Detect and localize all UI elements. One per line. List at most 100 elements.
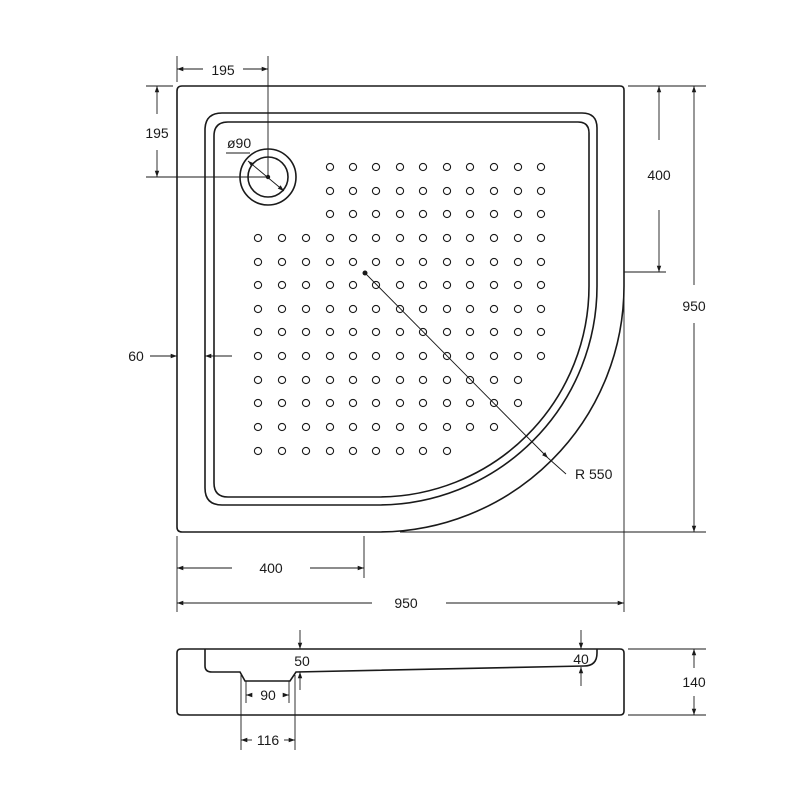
radius-line (364, 272, 549, 459)
anti-slip-dot (395, 327, 405, 337)
anti-slip-dot (371, 398, 381, 408)
anti-slip-dot (348, 186, 358, 196)
anti-slip-dot (277, 398, 287, 408)
anti-slip-dot (325, 162, 335, 172)
anti-slip-dot (489, 257, 499, 267)
anti-slip-dot (442, 422, 452, 432)
top-view: ø90 R 550 195 195 400 950 60 (128, 56, 706, 612)
anti-slip-dot (371, 327, 381, 337)
radius-label: R 550 (575, 466, 613, 482)
anti-slip-dot (348, 422, 358, 432)
anti-slip-dot (325, 304, 335, 314)
anti-slip-dot (395, 422, 405, 432)
anti-slip-dot (536, 257, 546, 267)
anti-slip-dot (442, 304, 452, 314)
anti-slip-dot (301, 304, 311, 314)
anti-slip-dot (371, 257, 381, 267)
anti-slip-dot (301, 233, 311, 243)
anti-slip-dot (325, 209, 335, 219)
anti-slip-dot (371, 304, 381, 314)
anti-slip-dot (253, 375, 263, 385)
anti-slip-dot (325, 327, 335, 337)
drain-diameter-line (247, 160, 285, 192)
anti-slip-dot (418, 422, 428, 432)
anti-slip-dot (465, 233, 475, 243)
anti-slip-dot (371, 375, 381, 385)
anti-slip-dot (277, 422, 287, 432)
anti-slip-dot-grid (253, 162, 546, 456)
anti-slip-dot (513, 375, 523, 385)
anti-slip-dot (442, 233, 452, 243)
anti-slip-dot (325, 257, 335, 267)
anti-slip-dot (489, 375, 499, 385)
anti-slip-dot (418, 446, 428, 456)
anti-slip-dot (465, 257, 475, 267)
anti-slip-dot (513, 327, 523, 337)
dim-depth-left-label: 50 (294, 653, 310, 669)
anti-slip-dot (513, 398, 523, 408)
anti-slip-dot (301, 327, 311, 337)
anti-slip-dot (418, 186, 428, 196)
anti-slip-dot (536, 209, 546, 219)
anti-slip-dot (348, 257, 358, 267)
anti-slip-dot (465, 186, 475, 196)
anti-slip-dot (418, 398, 428, 408)
anti-slip-dot (348, 209, 358, 219)
anti-slip-dot (418, 351, 428, 361)
anti-slip-dot (395, 186, 405, 196)
tray-basin-line (213, 121, 590, 498)
anti-slip-dot (277, 351, 287, 361)
anti-slip-dot (465, 162, 475, 172)
anti-slip-dot (489, 162, 499, 172)
anti-slip-dot (513, 351, 523, 361)
dim-overall-height-label: 950 (682, 298, 706, 314)
anti-slip-dot (442, 186, 452, 196)
anti-slip-dot (348, 446, 358, 456)
anti-slip-dot (348, 233, 358, 243)
anti-slip-dot (536, 186, 546, 196)
anti-slip-dot (277, 233, 287, 243)
anti-slip-dot (325, 280, 335, 290)
anti-slip-dot (465, 351, 475, 361)
anti-slip-dot (442, 257, 452, 267)
anti-slip-dot (301, 446, 311, 456)
anti-slip-dot (513, 304, 523, 314)
anti-slip-dot (253, 351, 263, 361)
anti-slip-dot (348, 304, 358, 314)
anti-slip-dot (489, 186, 499, 196)
anti-slip-dot (301, 351, 311, 361)
tray-rim-line (204, 112, 598, 506)
drain-diameter-label: ø90 (227, 135, 251, 151)
anti-slip-dot (395, 375, 405, 385)
dim-straight-bottom-label: 400 (259, 560, 283, 576)
anti-slip-dot (301, 422, 311, 432)
anti-slip-dot (442, 280, 452, 290)
anti-slip-dot (371, 209, 381, 219)
anti-slip-dot (536, 280, 546, 290)
side-view: 50 40 90 116 140 (176, 630, 706, 750)
anti-slip-dot (465, 375, 475, 385)
anti-slip-dot (348, 398, 358, 408)
anti-slip-dot (395, 351, 405, 361)
dim-depth-right-label: 40 (573, 651, 589, 667)
anti-slip-dot (418, 162, 428, 172)
anti-slip-dot (536, 304, 546, 314)
anti-slip-dot (465, 398, 475, 408)
anti-slip-dot (489, 233, 499, 243)
anti-slip-dot (325, 375, 335, 385)
anti-slip-dot (301, 375, 311, 385)
anti-slip-dot (371, 162, 381, 172)
dim-rim-width-label: 60 (128, 348, 144, 364)
anti-slip-dot (418, 209, 428, 219)
anti-slip-dot (536, 233, 546, 243)
anti-slip-dot (253, 257, 263, 267)
anti-slip-dot (348, 327, 358, 337)
anti-slip-dot (513, 280, 523, 290)
anti-slip-dot (277, 280, 287, 290)
dim-drain-x-label: 195 (211, 62, 235, 78)
anti-slip-dot (442, 398, 452, 408)
anti-slip-dot (253, 422, 263, 432)
anti-slip-dot (418, 233, 428, 243)
anti-slip-dot (442, 209, 452, 219)
dim-total-height-label: 140 (682, 674, 706, 690)
